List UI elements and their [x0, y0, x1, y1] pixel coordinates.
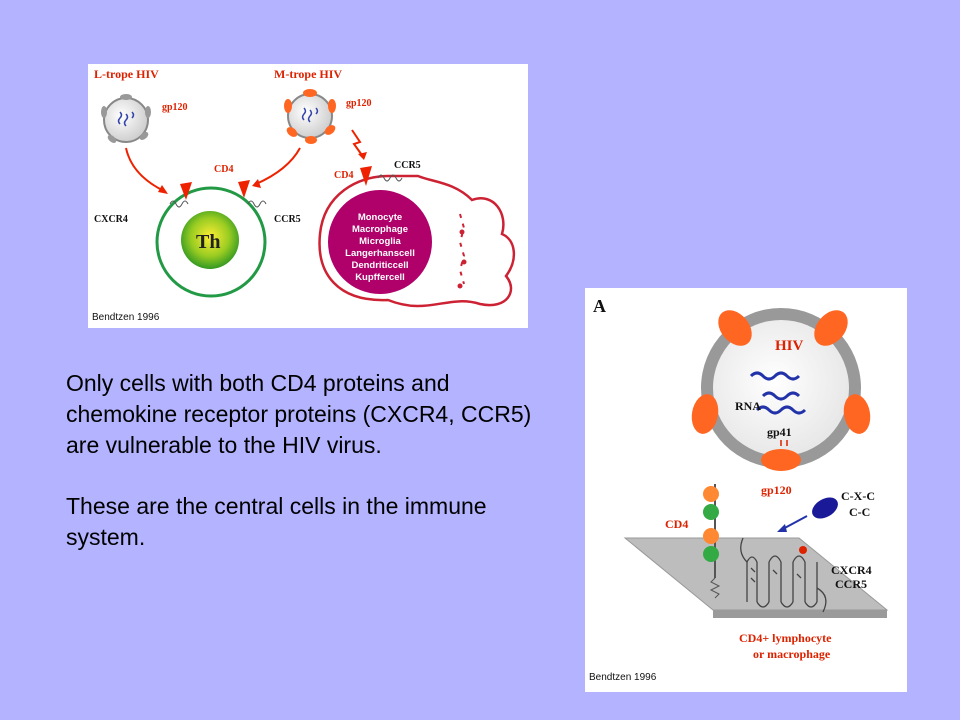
arrow-heads — [158, 152, 367, 194]
hiv-tropism-figure: L-trope HIV M-trope HIV gp120 gp120 — [88, 64, 528, 328]
cd4-label: CD4 — [665, 517, 688, 531]
cd4-center-label: CD4 — [214, 164, 233, 175]
m-trope-label: M-trope HIV — [274, 67, 342, 81]
hiv-receptor-diagram: A HIV RNA gp41 gp120 CD4 — [589, 296, 889, 683]
cell-type-item: Microglia — [359, 236, 401, 247]
cell-type-list: Monocyte Macrophage Microglia Langerhans… — [345, 212, 415, 283]
paragraph-1: Only cells with both CD4 proteins and ch… — [66, 370, 532, 458]
gp120-left-label: gp120 — [162, 102, 188, 113]
gp41-label: gp41 — [767, 425, 792, 439]
cell-type-item: Langerhanscell — [345, 248, 415, 259]
ccr5-label: CCR5 — [835, 577, 867, 591]
gp120-label: gp120 — [761, 483, 792, 497]
ccr5-right-label: CCR5 — [394, 160, 421, 171]
l-trope-virus — [101, 94, 151, 143]
rna-label: RNA — [735, 399, 761, 413]
th-cell — [155, 186, 267, 298]
hiv-particle — [691, 308, 871, 471]
cell-type-item: Dendriticcell — [351, 260, 408, 271]
cd4-receptor — [703, 484, 721, 599]
l-trope-label: L-trope HIV — [94, 67, 159, 81]
credit-right: Bendtzen 1996 — [589, 672, 657, 683]
cell-label-line1: CD4+ lymphocyte — [739, 631, 832, 645]
macrophage-cell — [318, 174, 515, 308]
chemokine-receptor — [740, 537, 827, 613]
m-trope-virus — [284, 89, 336, 144]
paragraph-2: These are the central cells in the immun… — [66, 493, 487, 550]
cell-type-item: Kupffercell — [355, 272, 405, 283]
panel-letter: A — [593, 296, 606, 316]
binding-site-marker — [799, 546, 807, 554]
hiv-tropism-diagram: L-trope HIV M-trope HIV gp120 gp120 — [92, 67, 515, 323]
cell-type-item: Macrophage — [352, 224, 408, 235]
ccr5-th-label: CCR5 — [274, 214, 301, 225]
gp120-right-label: gp120 — [346, 98, 372, 109]
cxcr4-label: CXCR4 — [831, 563, 872, 577]
hiv-label: HIV — [775, 338, 804, 354]
cell-label-line2: or macrophage — [753, 647, 831, 661]
th-label: Th — [196, 231, 220, 253]
cd4-right-label: CD4 — [334, 170, 353, 181]
credit-top: Bendtzen 1996 — [92, 312, 160, 323]
cxcr4-label: CXCR4 — [94, 214, 128, 225]
cxc-label: C-X-C — [841, 489, 875, 503]
body-text: Only cells with both CD4 proteins and ch… — [66, 368, 546, 583]
macrophage-receptors — [360, 166, 403, 186]
cc-label: C-C — [849, 505, 870, 519]
cell-type-item: Monocyte — [358, 212, 402, 223]
th-receptors — [169, 180, 267, 208]
chemokine — [777, 497, 838, 532]
hiv-receptor-figure: A HIV RNA gp41 gp120 CD4 — [585, 288, 907, 692]
